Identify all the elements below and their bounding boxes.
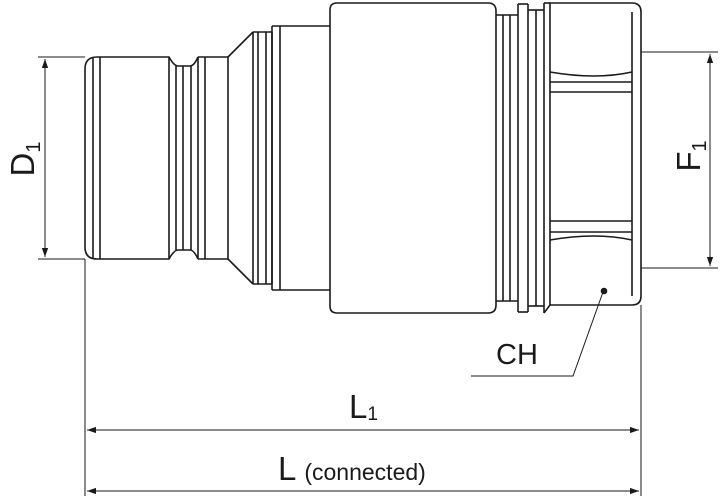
retaining-ring [496,3,545,313]
l-label-note: (connected) [304,459,425,485]
locking-groove [168,56,199,260]
f1-label-sub: 1 [689,140,711,151]
length-extension-lines [84,259,642,496]
hex-body [543,2,642,314]
l1-label-sub: 1 [367,404,378,425]
d1-label: D1 [4,142,45,177]
nipple-body [197,25,330,291]
l1-label-main: L [349,388,367,425]
ch-label: CH [496,339,538,371]
l-label-main: L [278,450,296,487]
f1-label-main: F [670,151,707,171]
d1-label-sub: 1 [23,142,45,153]
ch-leader [471,291,604,377]
d1-label-main: D [4,153,41,177]
l-label: L (connected) [278,450,426,487]
f1-dimension [641,51,718,269]
l1-label: L1 [349,388,378,425]
d1-dimension [38,56,85,260]
f1-label: F1 [670,140,711,171]
coupler-sleeve [329,2,497,314]
nipple-nose [84,56,170,260]
ch-leader-dot [600,287,608,295]
